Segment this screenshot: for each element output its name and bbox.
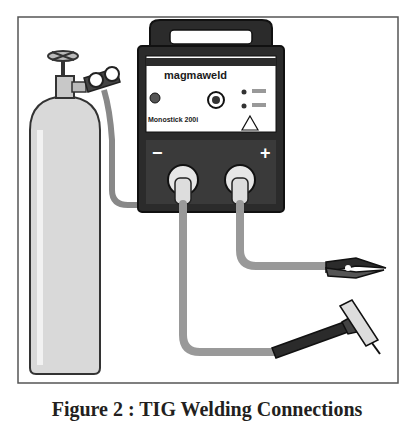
torch-cable [183,204,276,352]
terminal-sign: − [152,144,163,162]
welding-machine [138,20,284,212]
frame [18,17,398,383]
brand-logo: magmaweld [164,70,227,81]
earth-cable [240,204,330,266]
output-sockets [168,165,255,204]
earth-clamp [326,258,386,278]
gas-regulator [72,67,120,92]
model-name: Monostick 200i [148,116,198,123]
gas-cylinder [30,51,100,374]
figure-caption: Figure 2 : TIG Welding Connections [0,398,414,421]
terminal-sign: + [260,144,271,162]
tig-torch [272,300,380,358]
